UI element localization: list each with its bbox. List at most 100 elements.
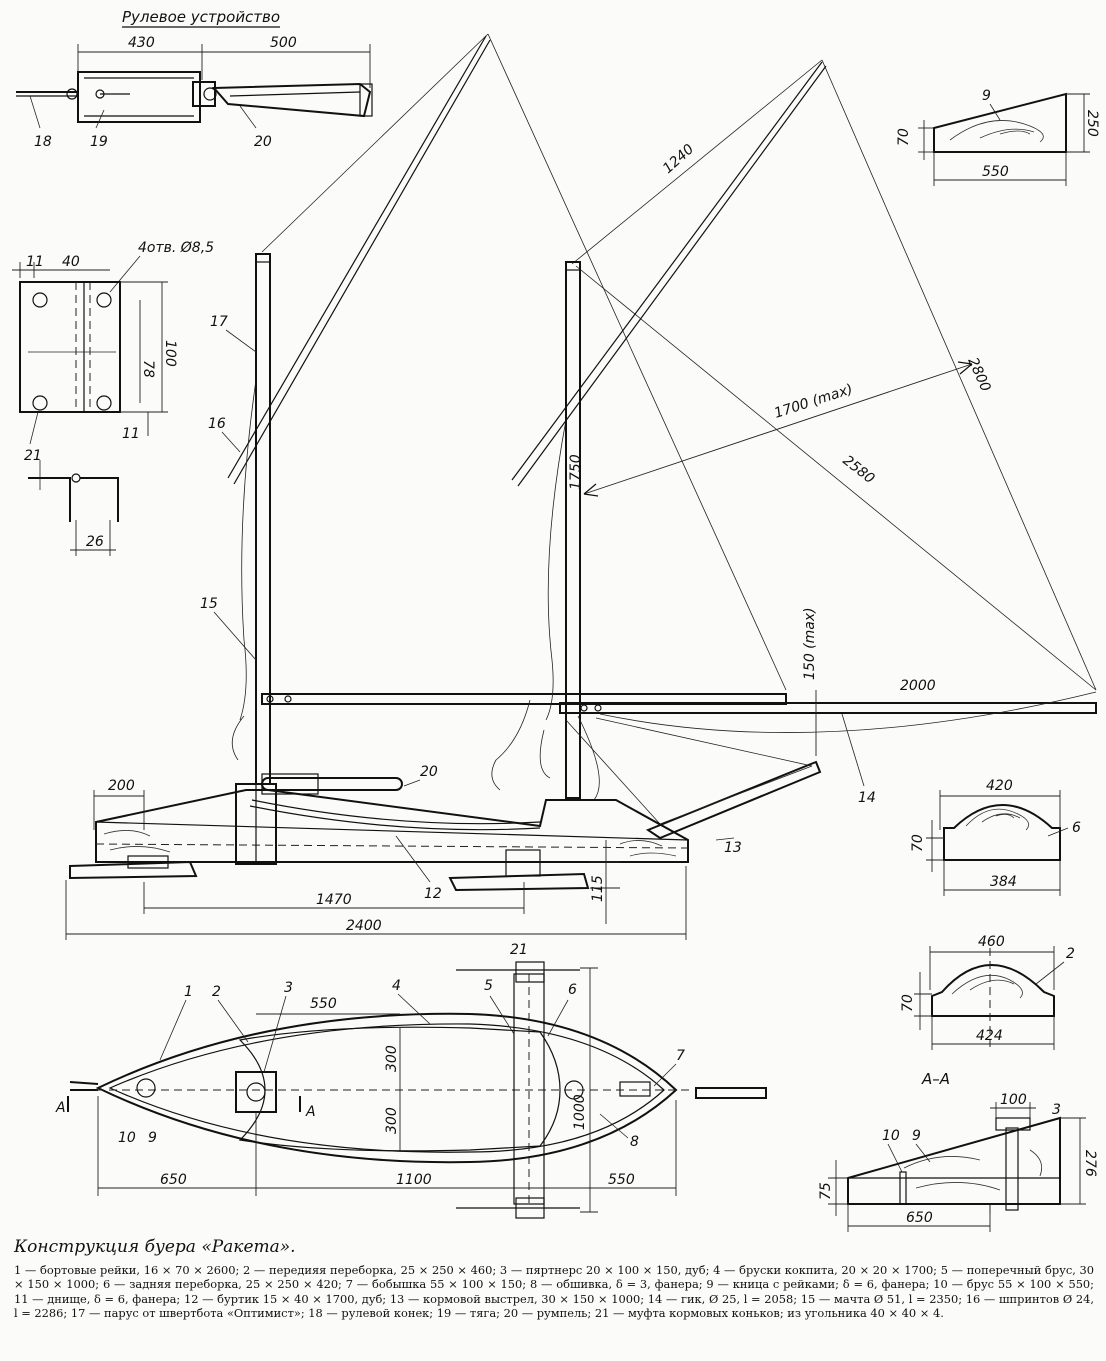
dim-550a: 550 <box>982 164 1009 180</box>
part-12: 12 <box>424 886 442 902</box>
dim-650a: 650 <box>160 1172 187 1188</box>
part-21: 21 <box>510 942 528 958</box>
dim-70c: 70 <box>900 994 916 1012</box>
dim-460: 460 <box>978 934 1005 950</box>
dim-550b: 550 <box>310 996 337 1012</box>
caption-title: Конструкция буера «Ракета». <box>14 1237 296 1257</box>
legend-item: 17 — парус от швертбота «Оптимист»; <box>70 1305 305 1320</box>
part-21-detail: 21 <box>24 448 42 464</box>
part-9-section: 9 <box>912 1128 921 1144</box>
part-17: 17 <box>210 314 228 330</box>
plan-view: А А 1 2 3 4 5 6 7 8 9 10 21 550 300 300 … <box>55 942 767 1219</box>
dim-430: 430 <box>128 35 155 51</box>
knee-9-detail: 9 250 70 550 <box>896 88 1100 186</box>
legend-item: 10 — брус 55 × 100 × 550; <box>933 1277 1095 1292</box>
part-9-knee: 9 <box>982 88 991 104</box>
legend-item: 16 — шпринтов Ø 24, l = 2286; <box>14 1291 1094 1320</box>
dim-70a: 70 <box>896 128 912 146</box>
steering-title: Рулевое устройство <box>122 8 280 26</box>
part-2-bulkhead: 2 <box>1066 946 1075 962</box>
figure-caption: Конструкция буера «Ракета». 1 — бортовые… <box>14 1237 1094 1320</box>
part-5: 5 <box>484 978 493 994</box>
dim-650b: 650 <box>906 1210 933 1226</box>
part-4: 4 <box>392 978 401 994</box>
part-8: 8 <box>630 1134 639 1150</box>
legend-item: 14 — гик, Ø 25, l = 2058; <box>647 1291 798 1306</box>
legend-item: 7 — бобышка 55 × 100 × 150; <box>345 1277 527 1292</box>
dim-78: 78 <box>140 360 156 378</box>
dim-1240: 1240 <box>660 141 697 177</box>
dim-11b: 11 <box>122 426 140 442</box>
dim-75: 75 <box>818 1182 834 1200</box>
legend-item: 6 — задняя переборка, 25 × 250 × 420; <box>102 1277 342 1292</box>
coupling-21-detail: 4отв. Ø8,5 11 40 78 100 11 21 26 <box>12 240 214 556</box>
dim-26: 26 <box>86 534 104 550</box>
part-15: 15 <box>200 596 218 612</box>
part-2: 2 <box>212 984 221 1000</box>
dim-2800: 2800 <box>964 355 993 394</box>
dim-1750: 1750 <box>568 454 584 490</box>
legend-item: 4 — бруски кокпита, 20 × 20 × 1700; <box>713 1263 938 1277</box>
bulkhead-6-detail: 420 6 70 384 <box>910 778 1081 896</box>
part-20-side: 20 <box>420 764 438 780</box>
section-mark-a2: А <box>305 1104 316 1120</box>
dim-150: 150 (max) <box>802 607 818 680</box>
legend-item: 8 — обшивка, δ = 3, фанера; <box>529 1277 703 1292</box>
part-6-bulkhead: 6 <box>1072 820 1081 836</box>
caption-legend: 1 — бортовые рейки, 16 × 70 × 2600; 2 — … <box>14 1263 1094 1320</box>
dim-70b: 70 <box>910 834 926 852</box>
dim-11a: 11 <box>26 254 44 270</box>
legend-item: 1 — бортовые рейки, 16 × 70 × 2600; <box>14 1263 240 1277</box>
part-13: 13 <box>724 840 742 856</box>
bulkhead-2-detail: 460 2 70 424 <box>900 934 1075 1050</box>
steering-device-view: Рулевое устройство 430 500 18 19 20 <box>16 8 373 150</box>
side-view-rig: 17 16 15 1700 (max) 1240 2800 2580 1750 <box>200 33 1097 856</box>
legend-item: 11 — днище, δ = 6, фанера; <box>14 1291 181 1306</box>
dim-300b: 300 <box>384 1107 400 1134</box>
part-14: 14 <box>858 790 876 806</box>
dim-420: 420 <box>986 778 1013 794</box>
legend-item: 19 — тяга; <box>436 1305 500 1320</box>
section-aa-title: А–А <box>921 1070 950 1088</box>
part-18: 18 <box>34 134 52 150</box>
legend-item: 20 — румпель; <box>503 1305 592 1320</box>
part-16: 16 <box>208 416 226 432</box>
dim-1100: 1100 <box>396 1172 432 1188</box>
part-9: 9 <box>148 1130 157 1146</box>
part-10: 10 <box>118 1130 136 1146</box>
legend-item: 18 — рулевой конек; <box>308 1305 434 1320</box>
dim-1700: 1700 (max) <box>772 381 854 421</box>
dim-200: 200 <box>108 778 135 794</box>
part-19: 19 <box>90 134 108 150</box>
dim-500: 500 <box>270 35 297 51</box>
legend-item: 5 — поперечный брус, 30 × 150 × 1000; <box>14 1263 1095 1292</box>
dim-100b: 100 <box>1000 1092 1027 1108</box>
part-7: 7 <box>676 1048 685 1064</box>
legend-item: 15 — мачта Ø 51, l = 2350; <box>800 1291 963 1306</box>
part-6: 6 <box>568 982 577 998</box>
dim-1000: 1000 <box>572 1094 588 1130</box>
holes-note: 4отв. Ø8,5 <box>138 240 214 256</box>
legend-item: 3 — пяртнерс 20 × 100 × 150, дуб; <box>499 1263 710 1277</box>
dim-40: 40 <box>62 254 80 270</box>
construction-drawing: Рулевое устройство 430 500 18 19 20 <box>12 8 1100 1232</box>
legend-item: 2 — передияя переборка, 25 × 250 × 460; <box>243 1263 497 1277</box>
dim-300a: 300 <box>384 1045 400 1072</box>
legend-item: 13 — кормовой выстрел, 30 × 150 × 1000; <box>389 1291 645 1306</box>
dim-424: 424 <box>976 1028 1003 1044</box>
dim-2580: 2580 <box>840 453 878 488</box>
dim-384: 384 <box>990 874 1017 890</box>
part-10-section: 10 <box>882 1128 900 1144</box>
dim-276: 276 <box>1082 1150 1098 1177</box>
dim-115: 115 <box>590 875 606 902</box>
dim-250: 250 <box>1084 110 1100 137</box>
part-20-steer: 20 <box>254 134 272 150</box>
dim-1470: 1470 <box>316 892 352 908</box>
dim-2400: 2400 <box>346 918 382 934</box>
side-view-hull: 12 200 1470 2400 115 <box>65 778 689 940</box>
part-1: 1 <box>184 984 193 1000</box>
part-3-section: 3 <box>1052 1102 1061 1118</box>
legend-item: 21 — муфта кормовых коньков; из угольник… <box>594 1305 944 1320</box>
legend-item: 9 — кница с рейками; δ = 6, фанера; <box>706 1277 930 1292</box>
